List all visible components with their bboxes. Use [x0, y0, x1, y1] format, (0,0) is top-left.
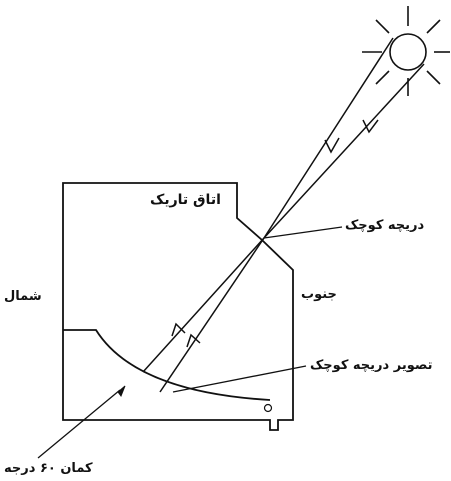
arc-leader-arrowhead — [117, 385, 126, 398]
label-arc-60: کمان ۶۰ درجه — [4, 461, 93, 476]
arc-screen — [63, 329, 271, 401]
label-small-window: دریچه کوچک — [345, 218, 425, 233]
ray-arrows — [171, 119, 379, 348]
label-dark-room: اتاق تاریک — [150, 192, 221, 208]
label-north: شمال — [4, 289, 42, 304]
light-rays — [142, 37, 425, 393]
small-circle — [263, 403, 273, 413]
label-window-image: تصویر دریچه کوچک — [310, 358, 433, 373]
room-wall — [62, 182, 294, 431]
label-south: جنوب — [301, 287, 337, 302]
leader-lines — [37, 226, 343, 459]
sun-icon — [362, 6, 450, 96]
